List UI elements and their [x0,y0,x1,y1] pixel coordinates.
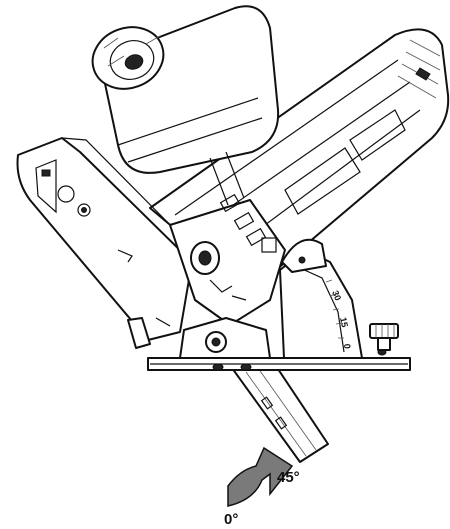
scale-label-15: 15 [338,316,350,328]
guard-knob [91,26,165,90]
curved-arrow-icon [227,446,294,507]
saw-blade [231,359,329,463]
bevel-lock-knob [369,323,399,351]
base-plate [147,348,411,371]
scale-label-30: 30 [330,289,343,302]
switch-mechanism [169,193,286,326]
angle-end-label: 45° [277,469,300,486]
angle-start-label: 0° [224,511,238,528]
bevel-direction-arrow: 45° 0° [224,446,300,528]
pivot-mount [127,317,271,359]
bevel-scale-bracket: 30 15 0 [279,238,363,359]
scale-label-0: 0 [342,343,352,349]
handle-assembly [16,137,196,341]
